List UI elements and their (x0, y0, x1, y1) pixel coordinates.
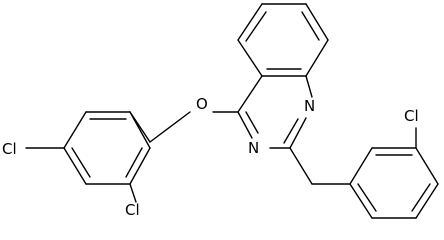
bond (283, 118, 299, 144)
atom-label-chlorine-para: Cl (2, 140, 17, 158)
bond (305, 39, 329, 77)
bond (237, 75, 263, 113)
molecule-structure-diagram: O N N Cl Cl Cl (2, 3, 439, 219)
bond (129, 111, 151, 149)
atom-label-nitrogen-3: N (248, 139, 259, 157)
bond (415, 183, 439, 219)
bond (289, 147, 313, 185)
atom-label-oxygen: O (196, 95, 208, 113)
bond (349, 147, 373, 185)
bond-lines (25, 3, 439, 219)
bond (125, 147, 143, 178)
atom-labels: O N N Cl Cl Cl (2, 95, 419, 219)
atom-label-chlorine-meta: Cl (404, 107, 419, 125)
bond (245, 111, 259, 134)
bond (301, 11, 320, 41)
bond (289, 117, 307, 149)
bond (357, 183, 377, 212)
bond (149, 111, 191, 143)
bond (305, 3, 329, 41)
atom-label-nitrogen-1: N (304, 97, 315, 115)
bond (129, 147, 151, 185)
bond (129, 183, 137, 203)
bond (71, 147, 91, 178)
bond (411, 183, 431, 212)
bond (63, 147, 87, 185)
atom-label-chlorine-ortho: Cl (125, 201, 140, 219)
bond (237, 3, 263, 41)
bond (237, 111, 253, 139)
bond (63, 111, 87, 149)
bond (349, 183, 373, 219)
bond (305, 75, 313, 98)
bond (245, 11, 267, 42)
bond (237, 39, 263, 77)
bond (415, 147, 439, 185)
